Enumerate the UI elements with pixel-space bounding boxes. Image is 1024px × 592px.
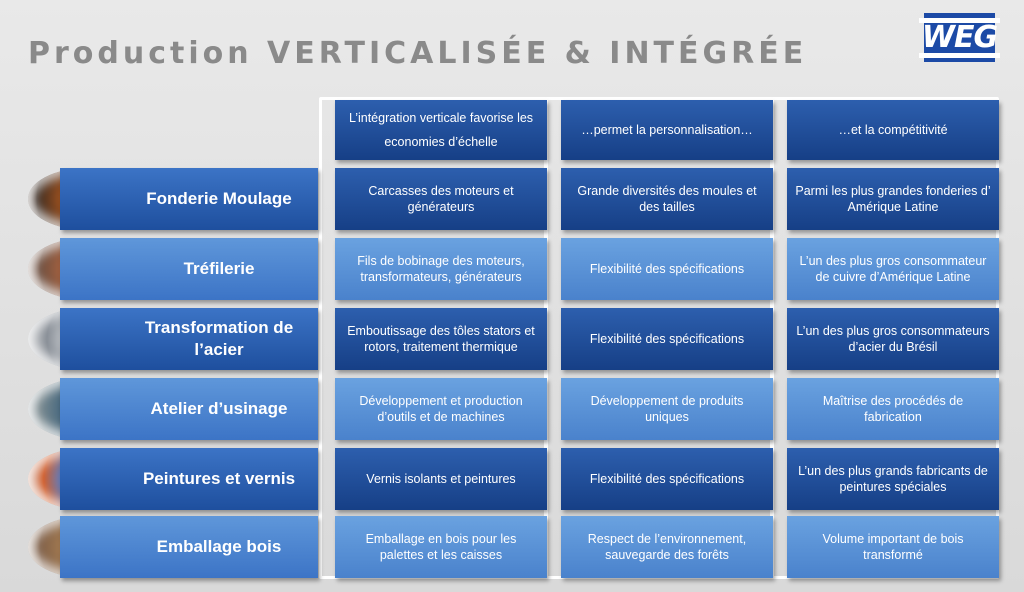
header-cell-3: …et la compétitivité (787, 100, 999, 160)
row-label-peintures: Peintures et vernis (60, 448, 318, 510)
table-cell: Développement et production d’outils et … (335, 378, 547, 440)
table-cell: Fils de bobinage des moteurs, transforma… (335, 238, 547, 300)
table-cell: Emboutissage des tôles stators et rotors… (335, 308, 547, 370)
table-cell: Volume important de bois transformé (787, 516, 999, 578)
table-cell: Flexibilité des spécifications (561, 448, 773, 510)
table-cell: L’un des plus grands fabricants de peint… (787, 448, 999, 510)
logo-text: WEG (918, 17, 1001, 58)
table-cell: Respect de l’environnement, sauvegarde d… (561, 516, 773, 578)
row-label-atelier: Atelier d’usinage (60, 378, 318, 440)
table-cell: L’un des plus gros consommateur de cuivr… (787, 238, 999, 300)
table-cell: Flexibilité des spécifications (561, 238, 773, 300)
table-cell: Vernis isolants et peintures (335, 448, 547, 510)
table-cell: Emballage en bois pour les palettes et l… (335, 516, 547, 578)
row-label-emballage: Emballage bois (60, 516, 318, 578)
weg-logo: WEG (918, 13, 1001, 62)
table-cell: Parmi les plus grandes fonderies d’ Amér… (787, 168, 999, 230)
table-cell: Développement de produits uniques (561, 378, 773, 440)
table-cell: Grande diversités des moules et des tail… (561, 168, 773, 230)
row-label-transformation: Transformation de l’acier (60, 308, 318, 370)
table-cell: L’un des plus gros consommateurs d’acier… (787, 308, 999, 370)
row-label-trefilerie: Tréfilerie (60, 238, 318, 300)
table-cell: Flexibilité des spécifications (561, 308, 773, 370)
table-cell: Carcasses des moteurs et générateurs (335, 168, 547, 230)
page-title: Production VERTICALISÉE & INTÉGRÉE (28, 36, 808, 71)
row-label-fonderie: Fonderie Moulage (60, 168, 318, 230)
header-cell-2: …permet la personnalisation… (561, 100, 773, 160)
table-cell: Maîtrise des procédés de fabrication (787, 378, 999, 440)
header-cell-1: L’intégration verticale favorise les eco… (335, 100, 547, 160)
